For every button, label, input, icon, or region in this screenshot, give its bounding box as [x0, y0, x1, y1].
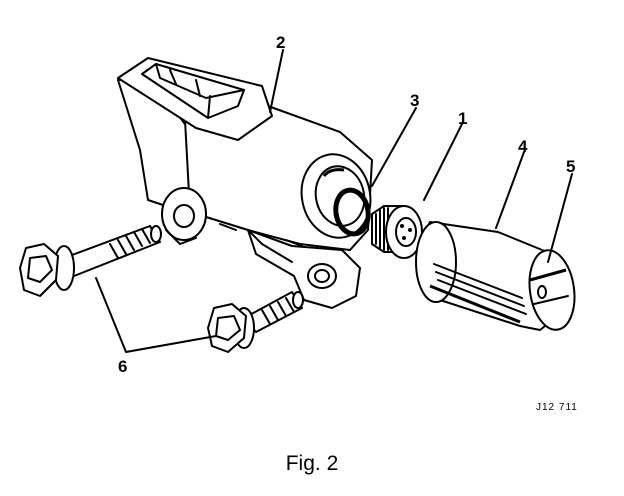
- figure-caption: Fig. 2: [285, 452, 339, 475]
- callout-1: 1: [458, 109, 467, 128]
- callout-2: 2: [276, 33, 285, 52]
- leader-lines: [95, 49, 573, 353]
- o-ring: [333, 187, 371, 237]
- callout-3: 3: [410, 91, 419, 110]
- long-bolt: [19, 225, 162, 297]
- callout-6: 6: [118, 357, 127, 376]
- plunger: [415, 221, 576, 331]
- callout-5: 5: [566, 157, 575, 176]
- short-bolt: [207, 291, 304, 353]
- callout-4: 4: [518, 137, 528, 156]
- housing-bracket: [117, 57, 373, 309]
- reference-code: J12 711: [536, 402, 578, 413]
- retaining-pin: [537, 285, 547, 299]
- adjuster-plug: [371, 205, 423, 259]
